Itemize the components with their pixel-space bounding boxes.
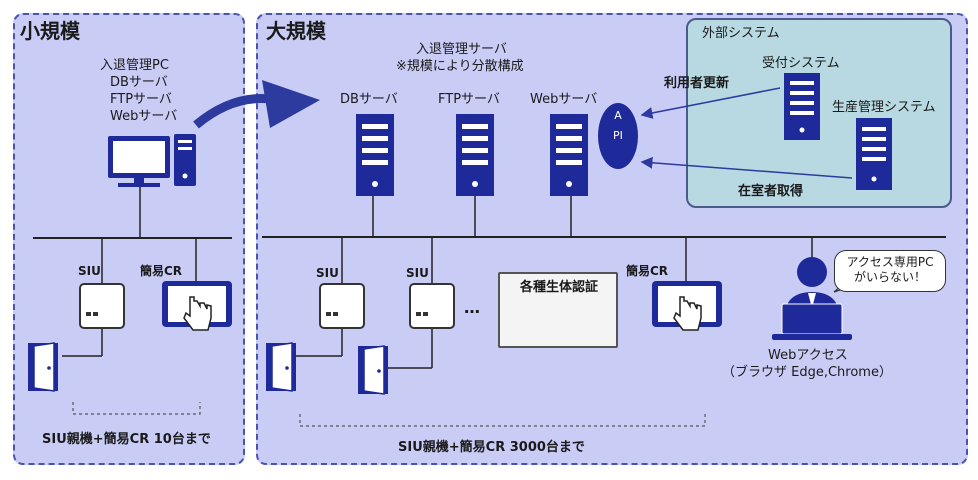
web-server-label: Webサーバ <box>530 92 598 107</box>
small-siu-icon <box>79 283 125 329</box>
large-cr-tablet-icon <box>652 281 722 331</box>
biometric-auth-box <box>498 272 618 348</box>
user-update-label: 利用者更新 <box>664 76 730 91</box>
small-capacity-label: SIU親機+簡易CR 10台まで <box>42 432 211 447</box>
small-siu-label: SIU <box>78 264 101 278</box>
admin-pc-icon <box>108 134 196 187</box>
presence-label: 在室者取得 <box>738 184 804 199</box>
reception-server-icon <box>784 73 820 140</box>
ftp-server-icon <box>456 114 494 196</box>
web-access-line-1: Webアクセス <box>768 348 848 363</box>
api-label: API <box>613 109 623 142</box>
large-capacity-label: SIU親機+簡易CR 3000台まで <box>398 440 585 455</box>
large-scale-title: 大規模 <box>266 19 326 43</box>
small-scale-title: 小規模 <box>20 19 80 43</box>
web-server-icon <box>550 114 588 196</box>
pc-label-2: DBサーバ <box>110 75 168 90</box>
production-server-icon <box>856 118 892 190</box>
small-cr-label: 簡易CR <box>140 264 183 278</box>
external-system-title: 外部システム <box>702 26 780 41</box>
db-server-label: DBサーバ <box>340 92 398 107</box>
bubble-line-1: アクセス専用PC <box>846 255 934 269</box>
production-system-label: 生産管理システム <box>832 100 936 115</box>
no-pc-needed-bubble: アクセス専用PC がいらない！ <box>834 250 946 292</box>
large-siu-icon-1 <box>319 283 365 329</box>
bubble-line-2: がいらない！ <box>853 270 926 284</box>
pc-label-4: Webサーバ <box>110 109 178 124</box>
large-siu-label-2: SIU <box>406 266 429 280</box>
large-door-icon-1 <box>266 342 296 392</box>
web-access-user-icon <box>772 257 852 340</box>
migration-arrow-icon <box>193 80 320 129</box>
api-oval <box>598 103 638 169</box>
db-server-icon <box>356 114 394 196</box>
ftp-server-label: FTPサーバ <box>438 92 500 107</box>
large-siu-label-1: SIU <box>316 266 339 280</box>
server-group-note: ※規模により分散構成 <box>396 59 524 74</box>
large-siu-icon-2 <box>409 283 455 329</box>
large-door-icon-2 <box>358 345 388 395</box>
pc-label-3: FTPサーバ <box>110 92 172 107</box>
server-group-title: 入退管理サーバ <box>416 42 507 57</box>
reception-system-label: 受付システム <box>762 56 840 71</box>
small-door-icon <box>28 342 58 392</box>
biometric-title: 各種生体認証 <box>520 280 599 295</box>
ellipsis: … <box>464 298 480 317</box>
web-access-line-2: （ブラウザ Edge,Chrome） <box>722 365 892 380</box>
large-cr-label: 簡易CR <box>626 264 669 278</box>
pc-label-1: 入退管理PC <box>100 58 169 73</box>
small-cr-tablet-icon <box>162 281 232 331</box>
